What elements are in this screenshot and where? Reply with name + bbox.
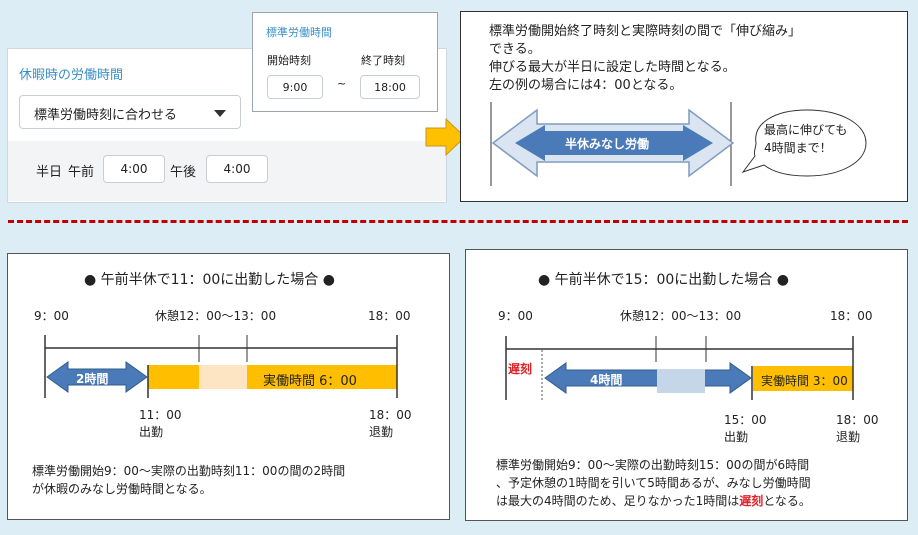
ex2-desc-line-3-end: となる。 <box>763 494 811 508</box>
ex1-break-bar <box>199 365 247 389</box>
ex2-arrival-label: 出勤 <box>724 430 749 444</box>
explanation-line-4: 左の例の場合には4：00となる。 <box>489 78 683 93</box>
ex1-break-label: 休憩12：00〜13：00 <box>155 309 277 323</box>
half-day-row: 半日 午前 4:00 午後 4:00 <box>8 141 446 201</box>
ex2-break-overlay <box>657 369 705 393</box>
ex2-start-time: 9：00 <box>498 309 533 323</box>
ex1-arrival-label: 出勤 <box>139 425 164 439</box>
ex2-arrow-label: 4時間 <box>590 373 623 387</box>
stretch-arrow-label: 半休みなし労働 <box>565 137 650 151</box>
ex2-desc-line-3-start: は最大の4時間のため、足りなかった1時間は <box>496 494 740 508</box>
ex2-description-line-1: 標準労働開始9：00〜実際の出勤時刻15：00の間が6時間 <box>496 458 810 472</box>
ex1-start-time: 9：00 <box>34 309 69 323</box>
section-divider <box>8 220 908 223</box>
ex2-break-label: 休憩12：00〜13：00 <box>620 309 742 323</box>
standard-panel-title: 標準労働時間 <box>266 26 332 39</box>
ex1-deemed-arrow <box>46 361 148 393</box>
start-time-input[interactable]: 9:00 <box>267 75 323 99</box>
stretch-inner-arrow <box>515 125 713 161</box>
ex1-leave-label: 退勤 <box>369 425 394 439</box>
ex2-late-label: 遅刻 <box>508 362 533 376</box>
chevron-down-icon <box>214 110 226 117</box>
time-separator: ~ <box>337 77 347 90</box>
pm-hours-input[interactable]: 4:00 <box>206 155 268 183</box>
ex2-timeline <box>505 336 854 400</box>
ex1-timeline <box>44 335 398 398</box>
ex2-work-label: 実働時間 3：00 <box>761 374 848 388</box>
ex2-description-line-2: 、予定休憩の1時間を引いて5時間あるが、みなし労働時間 <box>496 476 811 490</box>
explanation-line-1: 標準労働開始終了時刻と実際時刻の間で「伸び縮み」 <box>489 24 802 39</box>
ex1-leave-time: 18：00 <box>369 408 412 422</box>
ex2-end-time: 18：00 <box>830 309 873 323</box>
example-2-panel: ● 午前半休で15：00に出勤した場合 ● 9：00 休憩12：00〜13：00… <box>465 249 908 521</box>
dropdown-value: 標準労働時刻に合わせる <box>34 108 178 123</box>
work-time-dropdown[interactable]: 標準労働時刻に合わせる <box>19 95 241 129</box>
ex2-leave-label: 退勤 <box>836 430 861 444</box>
am-label: 午前 <box>68 165 95 180</box>
standard-hours-panel: 標準労働時間 開始時刻 終了時刻 9:00 ~ 18:00 <box>252 12 438 112</box>
explanation-panel: 標準労働開始終了時刻と実際時刻の間で「伸び縮み」 できる。 伸びる最大が半日に設… <box>460 11 908 202</box>
pm-label: 午後 <box>170 165 197 180</box>
start-time-label: 開始時刻 <box>267 54 311 67</box>
stretch-diagram <box>490 102 867 186</box>
ex2-leave-time: 18：00 <box>836 413 879 427</box>
example-1-panel: ● 午前半休で11：00に出勤した場合 ● 9：00 休憩12：00〜13：00… <box>7 253 450 520</box>
ex1-arrival-time: 11：00 <box>139 408 182 422</box>
bubble-line-2: 4時間まで！ <box>764 141 832 155</box>
ex1-end-time: 18：00 <box>368 309 411 323</box>
half-day-label: 半日 <box>36 165 63 180</box>
explanation-line-2: できる。 <box>489 42 541 57</box>
explanation-line-3: 伸びる最大が半日に設定した時間となる。 <box>489 60 736 75</box>
ex2-desc-late-word: 遅刻 <box>739 494 764 508</box>
ex1-description-line-2: が休暇のみなし労働時間となる。 <box>32 482 212 496</box>
end-time-label: 終了時刻 <box>361 54 405 67</box>
bubble-line-1: 最高に伸びても <box>764 123 848 137</box>
ex1-arrow-label: 2時間 <box>76 372 109 386</box>
ex2-work-bar <box>753 366 853 391</box>
ex1-work-bar-before-break <box>148 365 199 389</box>
example-1-heading: ● 午前半休で11：00に出勤した場合 ● <box>84 272 335 288</box>
ex1-work-bar-after-break <box>247 365 397 389</box>
ex2-deemed-arrow <box>544 362 752 394</box>
ex2-description-line-3: は最大の4時間のため、足りなかった1時間は遅刻となる。 <box>496 492 811 509</box>
speech-bubble <box>741 109 867 177</box>
right-arrow-icon <box>425 117 466 157</box>
am-hours-input[interactable]: 4:00 <box>103 155 165 183</box>
ex1-description-line-1: 標準労働開始9：00〜実際の出勤時刻11：00の間の2時間 <box>32 464 346 478</box>
leave-panel-title: 休暇時の労働時間 <box>19 68 124 83</box>
end-time-input[interactable]: 18:00 <box>360 75 420 99</box>
example-2-heading: ● 午前半休で15：00に出勤した場合 ● <box>538 272 789 288</box>
ex1-work-label: 実働時間 6：00 <box>263 374 357 389</box>
ex2-arrival-time: 15：00 <box>724 413 767 427</box>
